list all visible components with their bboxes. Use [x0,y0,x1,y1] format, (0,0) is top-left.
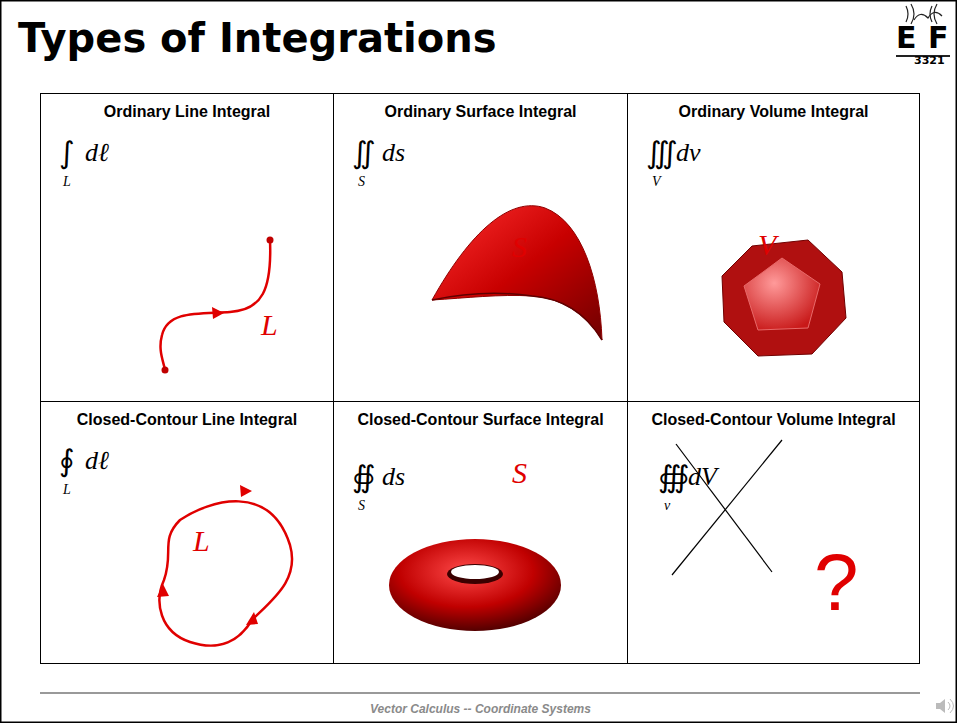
cell-heading: Ordinary Volume Integral [634,102,913,121]
surface-edge [432,293,602,340]
cell-heading: Closed-Contour Surface Integral [340,410,621,429]
cell-heading: Ordinary Surface Integral [340,102,621,121]
integral-cell: Ordinary Line Integral ∫ dℓL L [40,93,334,402]
integral-sign: ∭ [646,136,678,170]
differential: dℓ [85,446,109,476]
integral-cell: Ordinary Surface Integral ∬dsS S [333,93,628,402]
logo-waves [896,4,950,56]
differential: dℓ [85,138,109,168]
figure-label: S [512,230,527,264]
polyhedron [722,240,846,356]
torus [389,539,561,631]
figure-label: S [512,456,527,490]
integral-subscript: V [652,174,661,190]
integral-subscript: S [358,498,365,514]
speaker-icon [936,699,954,713]
logo-text: 3321 [914,55,945,67]
integral-subscript: S [358,174,365,190]
figure-label: L [261,308,278,342]
integral-sign: ∯ [352,460,376,494]
integral-sign: ∮ [59,444,75,478]
cell-heading: Closed-Contour Volume Integral [634,410,913,429]
open-curve [160,237,273,374]
logo-text: F [928,22,949,54]
footer-caption: Vector Calculus -- Coordinate Systems [370,702,591,717]
question-mark: ? [814,538,859,628]
integral-cell: Closed-Contour Line Integral ∮ dℓL L [40,401,334,664]
differential: ds [382,462,405,492]
integral-cell: Ordinary Volume Integral ∭dvV V [627,93,920,402]
integral-sign: ∫ [59,136,75,170]
cell-heading: Closed-Contour Line Integral [47,410,327,429]
open-surface [432,206,602,340]
slide-title: Types of Integrations [18,14,496,62]
figure-label: V [758,228,776,262]
integral-subscript: L [63,174,71,190]
integral-subscript: v [664,498,670,514]
logo-text: E [896,22,917,54]
integral-sign: ∰ [658,460,690,494]
differential: dV [688,462,717,492]
integral-cell: Closed-Contour Surface Integral∯dsSS [333,401,628,664]
differential: dv [676,138,701,168]
integral-subscript: L [63,482,71,498]
integral-cell: Closed-Contour Volume Integral ∰dV v? [627,401,920,664]
cell-heading: Ordinary Line Integral [47,102,327,121]
closed-curve [157,485,292,646]
differential: ds [382,138,405,168]
figure-label: L [193,524,210,558]
integral-sign: ∬ [352,136,376,170]
footer-rule [40,692,920,694]
